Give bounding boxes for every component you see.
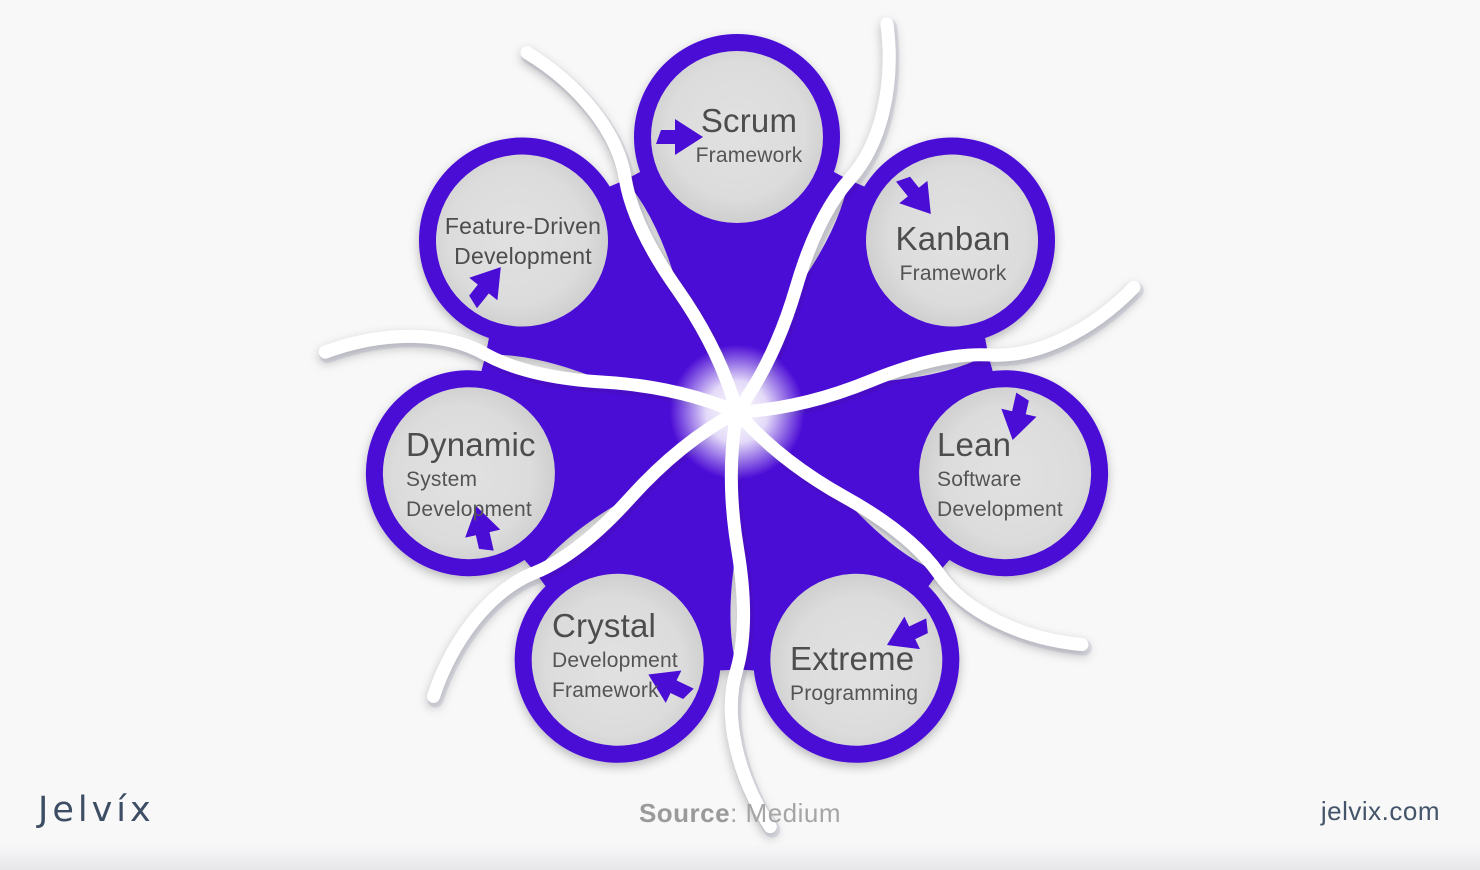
footer: Jelvíx Source: Medium jelvix.com [0, 790, 1480, 870]
center-glow [669, 344, 805, 480]
jelvix-logo: Jelvíx [38, 790, 155, 830]
bottom-edge-fade [0, 844, 1480, 870]
source-attribution: Source: Medium [0, 798, 1480, 829]
source-label: Source [638, 798, 731, 828]
pinwheel-group [325, 24, 1137, 831]
site-url: jelvix.com [1320, 796, 1440, 826]
source-value: : Medium [730, 798, 842, 828]
